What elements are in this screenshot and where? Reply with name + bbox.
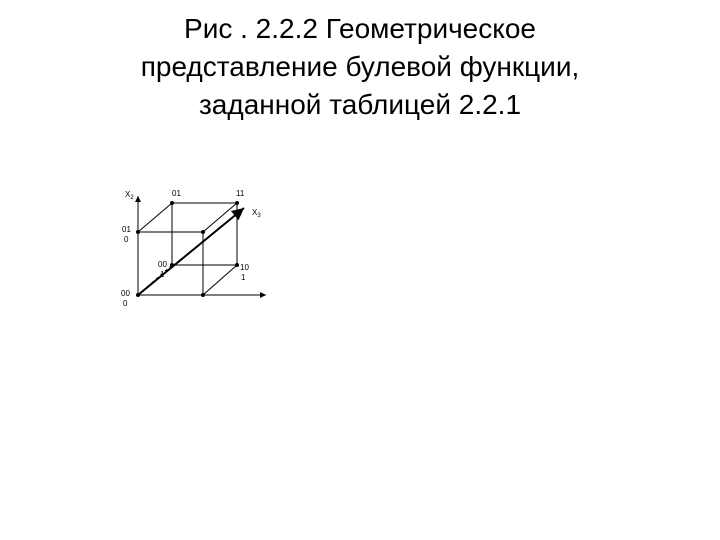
- vertex-label-001-top: 00: [158, 260, 167, 269]
- title-line-3: заданной таблицей 2.2.1: [198, 89, 522, 120]
- title-line-1: Рис . 2.2.2 Геометрическое: [184, 13, 536, 44]
- vertex-label-000-top: 00: [121, 289, 130, 298]
- title-line-2: представление булевой функции,: [140, 51, 580, 82]
- cube-edge: [202, 202, 238, 233]
- cube-edge: [137, 202, 173, 233]
- vertex-label-001-bottom: 1: [160, 270, 165, 279]
- x3-axis-arrow: [137, 207, 245, 296]
- axis-x2-label: X2: [125, 190, 134, 201]
- cube-edge: [202, 264, 238, 296]
- vertex-dot: [201, 230, 205, 234]
- vertex-label-010-top: 01: [122, 225, 131, 234]
- page-title: Рис . 2.2.2 Геометрическое представление…: [0, 10, 720, 124]
- vertex-label-101-top: 10: [240, 263, 249, 272]
- vertex-dot: [235, 263, 239, 267]
- vertex-dot: [235, 201, 239, 205]
- vertex-label-011: 01: [172, 189, 181, 198]
- vertex-label-101-bottom: 1: [241, 273, 246, 282]
- vertex-dot: [136, 230, 140, 234]
- axis-x3-label: X3: [252, 208, 261, 219]
- vertex-dot: [136, 293, 140, 297]
- vertex-label-111: 11: [236, 189, 245, 198]
- vertex-dot: [201, 293, 205, 297]
- vertex-dot: [170, 263, 174, 267]
- vertex-label-010-bottom: 0: [124, 235, 129, 244]
- vertex-dot: [170, 201, 174, 205]
- vertex-label-000-bottom: 0: [123, 299, 128, 308]
